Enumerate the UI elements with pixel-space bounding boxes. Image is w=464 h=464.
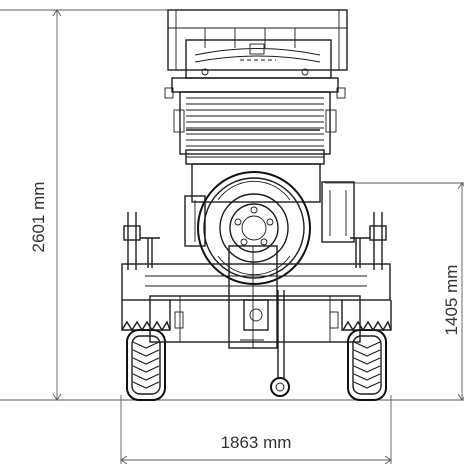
spare-wheel	[197, 171, 311, 285]
height-dimension-label: 2601 mm	[29, 182, 48, 253]
track-width-dimension: 1863 mm	[0, 395, 464, 464]
tow-column	[228, 245, 290, 397]
platform-deck	[164, 77, 346, 99]
right-wheel	[342, 320, 392, 401]
left-wheel	[121, 320, 171, 401]
outrigger-jack-left	[123, 212, 160, 270]
wheel-arches	[121, 300, 392, 331]
height-dimension: 2601 mm	[0, 9, 168, 401]
outrigger-jack-right	[350, 212, 387, 270]
platform-height-dimension-label: 1405 mm	[442, 265, 461, 336]
track-width-dimension-label: 1863 mm	[221, 433, 292, 452]
scissor-stack	[173, 91, 337, 165]
guard-rail	[167, 9, 348, 79]
